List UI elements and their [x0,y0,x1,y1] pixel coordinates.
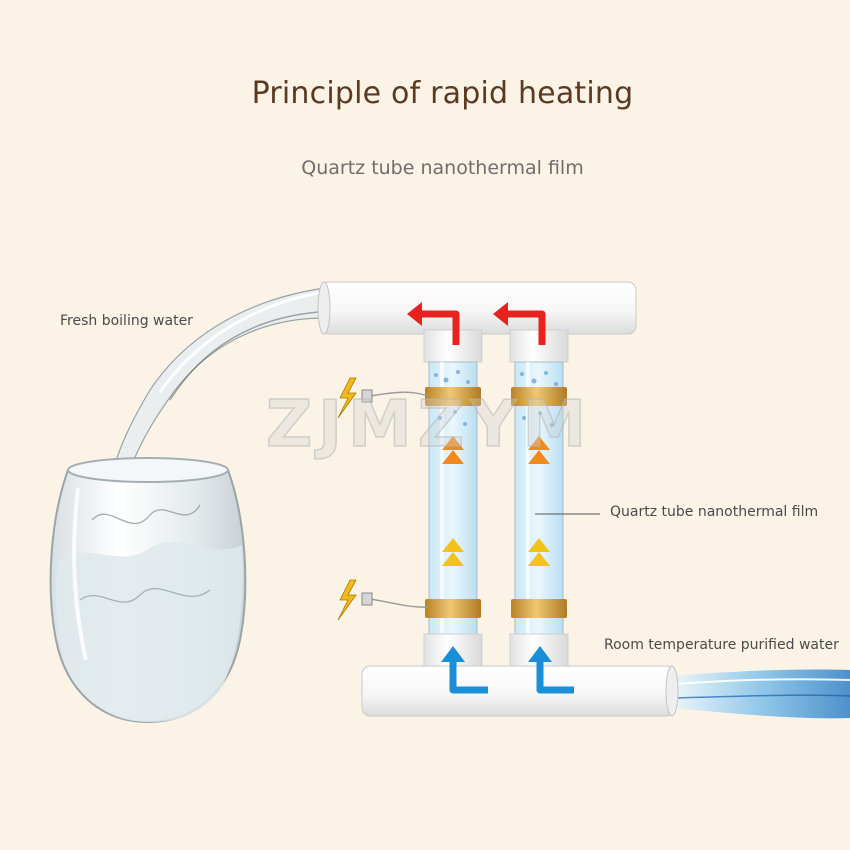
quartz-tube-left [428,361,478,635]
inlet-pipe [361,665,679,717]
heating-band-upper-right [511,387,567,406]
power-lead-lower [361,592,429,608]
page-subtitle: Quartz tube nanothermal film [301,157,584,179]
heating-band-upper-left [425,387,481,406]
up-chevron-icon [442,436,550,566]
heating-band-lower-right [511,599,567,618]
pouring-water-stream [103,287,326,521]
film-label: Quartz tube nanothermal film [610,504,819,520]
drinking-glass [49,457,247,724]
inlet-label: Room temperature purified water [604,637,839,653]
quartz-tube-right [514,361,564,635]
blue-hook-arrow-icon [449,660,574,694]
steam-bubbles [434,370,558,427]
heating-band-lower-left [425,599,481,618]
inlet-water-stream [672,669,850,719]
lightning-bolt-icon [337,579,357,621]
red-arrowheads [407,302,508,326]
blue-arrowheads [441,646,552,662]
outlet-pipe [317,281,637,335]
red-hook-arrow-icon [420,310,546,345]
power-lead-upper [361,389,429,403]
page-title: Principle of rapid heating [251,76,634,111]
outlet-label: Fresh boiling water [60,313,193,329]
lightning-bolt-icon [337,377,357,419]
